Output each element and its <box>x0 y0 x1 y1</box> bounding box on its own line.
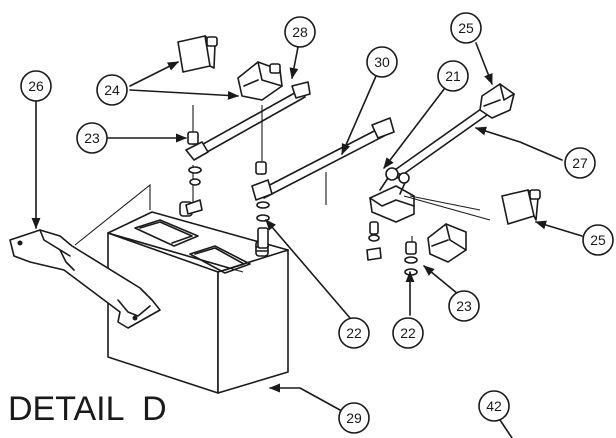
callout-23-left: 23 <box>76 122 108 154</box>
callout-42: 42 <box>478 390 510 422</box>
callout-24: 24 <box>96 74 128 106</box>
callout-28: 28 <box>284 16 316 48</box>
terminal-cover-left <box>177 35 218 73</box>
svg-text:21: 21 <box>445 68 461 84</box>
svg-text:23: 23 <box>84 130 100 146</box>
cable-27 <box>391 83 515 179</box>
hold-down-bar <box>9 183 161 329</box>
long-battery-cable <box>251 105 395 249</box>
svg-text:22: 22 <box>346 325 362 341</box>
callout-22-left: 22 <box>338 317 370 349</box>
leader-lines <box>31 42 583 438</box>
svg-text:23: 23 <box>456 298 472 314</box>
short-battery-cable <box>185 81 311 215</box>
callout-25-top: 25 <box>450 12 482 44</box>
svg-text:24: 24 <box>104 82 120 98</box>
callout-30: 30 <box>366 46 398 78</box>
callout-22-right: 22 <box>392 317 424 349</box>
svg-text:30: 30 <box>374 54 390 70</box>
terminal-boot-right <box>501 189 541 225</box>
callout-23-right: 23 <box>448 290 480 322</box>
svg-text:27: 27 <box>572 155 588 171</box>
callout-26: 26 <box>20 70 52 102</box>
callout-21: 21 <box>437 60 469 92</box>
svg-text:28: 28 <box>292 24 308 40</box>
svg-text:42: 42 <box>486 398 502 414</box>
callout-27: 27 <box>564 147 596 179</box>
svg-text:26: 26 <box>28 78 44 94</box>
battery <box>107 201 289 394</box>
svg-text:DETAIL D: DETAIL D <box>8 390 167 428</box>
detail-label: DETAIL D <box>8 390 167 428</box>
svg-text:29: 29 <box>346 410 362 426</box>
switch-bracket <box>366 167 491 261</box>
terminal-boot-lower <box>404 223 467 276</box>
terminal-cover-right <box>237 61 283 101</box>
callout-25-right: 25 <box>582 224 614 256</box>
svg-text:22: 22 <box>400 325 416 341</box>
callout-29: 29 <box>338 402 370 434</box>
svg-text:25: 25 <box>458 20 474 36</box>
svg-text:25: 25 <box>590 232 606 248</box>
